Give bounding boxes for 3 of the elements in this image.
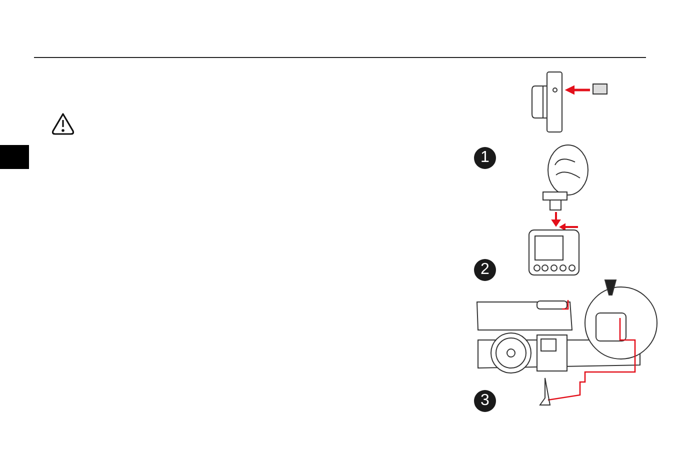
callout-number: 3 bbox=[474, 390, 496, 412]
callout-number: 1 bbox=[474, 147, 496, 169]
callout-number: 2 bbox=[474, 259, 496, 281]
